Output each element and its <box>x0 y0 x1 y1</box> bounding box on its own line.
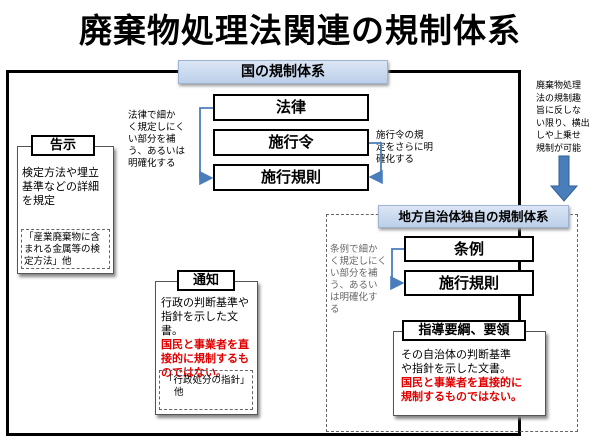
note-line: しや上乗せ <box>536 131 581 141</box>
red-line: 規制するものではない。 <box>401 390 522 403</box>
note-line: 定をさらに明 <box>376 142 434 153</box>
text-line: 他 <box>174 387 184 398</box>
text-line: 「行政処分の指針」 <box>164 375 250 386</box>
national-left-arrow <box>199 107 214 186</box>
national-right-arrow <box>368 142 383 185</box>
note-line: 旨に反しな <box>536 106 582 116</box>
note-line: 明確化する <box>128 158 176 169</box>
text-line: 行政の判断基準や <box>161 296 249 309</box>
note-line: 施行令の規 <box>376 130 424 141</box>
local-note: 条例で細か く規定しにく い部分を補 う、あるい は明確化す る <box>330 244 400 316</box>
note-line: は明確化す <box>330 292 378 303</box>
youkou-panel <box>393 331 546 416</box>
tsuchi-text: 行政の判断基準や 指針を示した文書。 国民と事業者を直 接的に規制するも のでは… <box>161 296 256 380</box>
red-line: のではない。 <box>161 366 227 379</box>
youkou-text: その自治体の判断基準 や指針を示した文書。 国民と事業者を直接的に 規制するもの… <box>401 348 546 404</box>
red-line: 国民と事業者を直接的に <box>401 376 522 389</box>
note-line: 廃棄物処理 <box>536 81 582 91</box>
red-line: 国民と事業者を直 <box>161 338 249 351</box>
kokuji-example: 「産業廃棄物に含 まれる金属等の検 定方法」他 <box>21 229 110 269</box>
note-line: 規制が可能 <box>536 143 582 154</box>
note-line: く規定しにく <box>330 256 387 267</box>
note-line: い部分を補 <box>128 134 176 145</box>
text-line: 指針を示した文書。 <box>161 310 238 337</box>
law-box: 法律 <box>213 94 369 121</box>
text-line: 定方法」他 <box>24 256 72 267</box>
note-line: い限り、横出 <box>536 118 590 129</box>
kokuji-label: 告示 <box>31 135 95 156</box>
kokuji-panel <box>17 146 114 274</box>
kokuji-text: 検定方法や埋立 基準などの詳細 を規定 <box>22 166 114 208</box>
note-line: 条例で細か <box>330 244 378 255</box>
note-line: 法律で細か <box>128 110 176 121</box>
note-line: く規定しにく <box>128 122 185 133</box>
local-rules-box: 施行規則 <box>404 270 534 296</box>
note-line: る <box>330 304 340 315</box>
local-header: 地方自治体独自の規制体系 <box>378 205 569 228</box>
note-line: う、あるい <box>330 280 378 291</box>
national-right-note: 施行令の規 定をさらに明 確化する <box>376 130 446 166</box>
note-line: 法の規制趣 <box>536 93 582 104</box>
note-line: い部分を補 <box>330 268 378 279</box>
order-box: 施行令 <box>213 129 369 156</box>
page-title: 廃棄物処理法関連の規制体系 <box>79 11 521 50</box>
tsuchi-label: 通知 <box>177 270 235 291</box>
tsuchi-example: 「行政処分の指針」 他 <box>159 370 253 410</box>
text-line: 「産業廃棄物に含 <box>24 232 101 243</box>
text-line: 検定方法や埋立 <box>22 166 99 179</box>
text-line: を規定 <box>22 194 55 207</box>
big-down-arrow <box>549 155 579 202</box>
note-line: 確化する <box>376 154 415 165</box>
side-note: 廃棄物処理 法の規制趣 旨に反しな い限り、横出 しや上乗せ 規制が可能 <box>536 80 600 155</box>
youkou-label: 指導要綱、要領 <box>402 320 526 341</box>
red-line: 接的に規制するも <box>161 352 249 365</box>
text-line: や指針を示した文書。 <box>401 362 511 375</box>
text-line: 基準などの詳細 <box>22 180 99 193</box>
text-line: その自治体の判断基準 <box>401 348 511 361</box>
note-line: う、あるいは <box>128 146 186 157</box>
text-line: まれる金属等の検 <box>24 244 101 255</box>
national-header: 国の規制体系 <box>178 60 388 84</box>
local-arrow <box>390 248 405 291</box>
rules-box: 施行規則 <box>213 164 369 191</box>
ordinance-box: 条例 <box>404 236 534 262</box>
national-left-note: 法律で細か く規定しにく い部分を補 う、あるいは 明確化する <box>128 110 208 170</box>
